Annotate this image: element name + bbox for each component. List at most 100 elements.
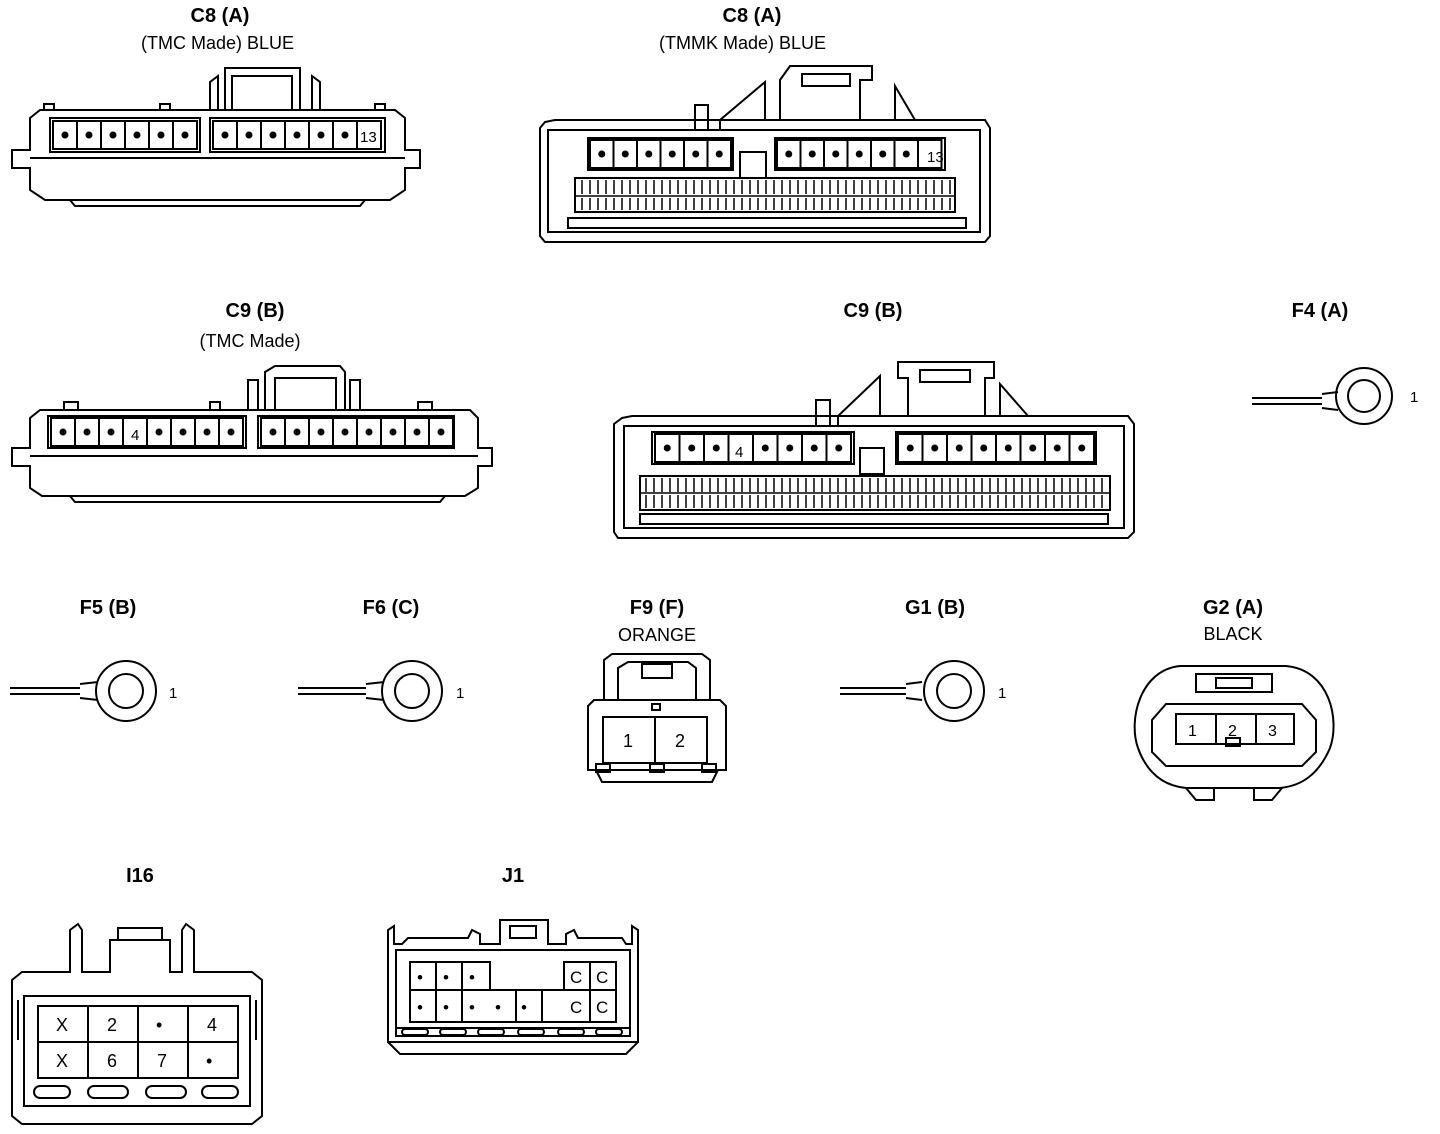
j1-connector (387, 919, 639, 1055)
i16-pin-r1c2: 2 (107, 1015, 117, 1035)
pin-dot (109, 131, 117, 139)
i16-pin-r2c4: • (206, 1051, 212, 1071)
pin-dot (980, 444, 988, 452)
f6c-ring-terminal (298, 660, 443, 722)
j1-pin-r2c7: C (596, 998, 608, 1017)
pin-dot (598, 150, 606, 158)
pin-dot (293, 428, 301, 436)
j1-pin-r2c5: • (521, 998, 527, 1017)
j1-pin-r2c6: C (570, 998, 582, 1017)
pin-dot (1004, 444, 1012, 452)
pin-dot (83, 428, 91, 436)
pin-dot (835, 444, 843, 452)
pin-dot (245, 131, 253, 139)
pin-dot (341, 428, 349, 436)
f6c-title: F6 (C) (362, 597, 420, 619)
pin-dot (181, 131, 189, 139)
i16-pin-r1c1: X (56, 1015, 68, 1035)
j1-pin-r1c7: C (596, 968, 608, 987)
pin-dot (317, 428, 325, 436)
pin-dot (855, 150, 863, 158)
pin-dot (808, 150, 816, 158)
pin-dot (203, 428, 211, 436)
pin-dot (712, 444, 720, 452)
j1-pin-r2c3: • (469, 998, 475, 1017)
c8a-tmmk-title: C8 (A) (722, 5, 782, 27)
pin-cavity (428, 417, 454, 447)
pin-cavity (218, 417, 244, 447)
c8a-tmc-connector (11, 67, 421, 207)
g2a-title: G2 (A) (1203, 597, 1263, 619)
j1-pin-r1c6: C (570, 968, 582, 987)
f9f-subtitle: ORANGE (617, 625, 696, 645)
g1b-ring-terminal (840, 660, 985, 722)
pin-dot (692, 150, 700, 158)
pin-dot (832, 150, 840, 158)
c8a-tmmk-subtitle: (TMMK Made) BLUE (658, 33, 827, 53)
pin-dot (133, 131, 141, 139)
c9b-connector (613, 361, 1135, 539)
pin-dot (437, 428, 445, 436)
g2a-pin-3: 3 (1268, 723, 1277, 740)
pin-dot (761, 444, 769, 452)
pin-cavity (1068, 433, 1095, 463)
f9f-title: F9 (F) (629, 597, 685, 619)
pin-dot (317, 131, 325, 139)
c9b-tmc-connector (11, 365, 493, 503)
pin-dot (157, 131, 165, 139)
pin-dot (221, 131, 229, 139)
j1-pin-r1c2: • (443, 968, 449, 987)
g1b-pin-label: 1 (998, 685, 1006, 702)
c9b-pin-4-label: 4 (735, 444, 743, 461)
pin-dot (107, 428, 115, 436)
pin-dot (879, 150, 887, 158)
c9b-tmc-title: C9 (B) (225, 300, 285, 322)
pin-dot (85, 131, 93, 139)
f4a-title: F4 (A) (1291, 300, 1349, 322)
f9f-pin-1: 1 (623, 731, 633, 751)
pin-dot (906, 444, 914, 452)
pin-cavity (706, 139, 732, 169)
f4a-pin-label: 1 (1410, 389, 1418, 406)
pin-dot (668, 150, 676, 158)
c9b-tmc-pin-4-label: 4 (131, 427, 139, 444)
pin-dot (931, 444, 939, 452)
pin-dot (1078, 444, 1086, 452)
c8a-tmc-title: C8 (A) (190, 5, 250, 27)
pin-dot (365, 428, 373, 436)
i16-pin-r1c4: 4 (207, 1015, 217, 1035)
j1-title: J1 (501, 865, 525, 887)
f9f-connector (587, 653, 727, 783)
j1-pin-r1c1: • (417, 968, 423, 987)
j1-pin-grid: • • • C C • • • • • C C (417, 968, 608, 1017)
pin-dot (269, 131, 277, 139)
pin-cavity (356, 120, 382, 150)
pin-dot (645, 150, 653, 158)
g2a-pin-1: 1 (1188, 723, 1197, 740)
c8a-tmc-pin-13-label: 13 (360, 129, 377, 146)
pin-dot (621, 150, 629, 158)
c8a-tmmk-pin-13-label: 13 (927, 149, 944, 166)
pin-dot (341, 131, 349, 139)
pin-dot (1053, 444, 1061, 452)
g2a-pin-2: 2 (1228, 723, 1237, 740)
pin-dot (389, 428, 397, 436)
pin-dot (155, 428, 163, 436)
pin-dot (293, 131, 301, 139)
pin-dot (269, 428, 277, 436)
pin-dot (810, 444, 818, 452)
pin-dot (955, 444, 963, 452)
f5b-pin-label: 1 (169, 685, 177, 702)
f4a-ring-terminal (1252, 367, 1393, 425)
i16-connector (11, 922, 263, 1125)
pin-dot (59, 428, 67, 436)
j1-pin-r1c3: • (469, 968, 475, 987)
g2a-connector (1133, 665, 1335, 801)
pin-cavity (917, 139, 943, 169)
i16-pin-grid: X 2 • 4 X 6 7 • (56, 1015, 217, 1071)
f5b-ring-terminal (10, 660, 157, 722)
pin-dot (786, 444, 794, 452)
pin-dot (785, 150, 793, 158)
j1-pin-r2c2: • (443, 998, 449, 1017)
